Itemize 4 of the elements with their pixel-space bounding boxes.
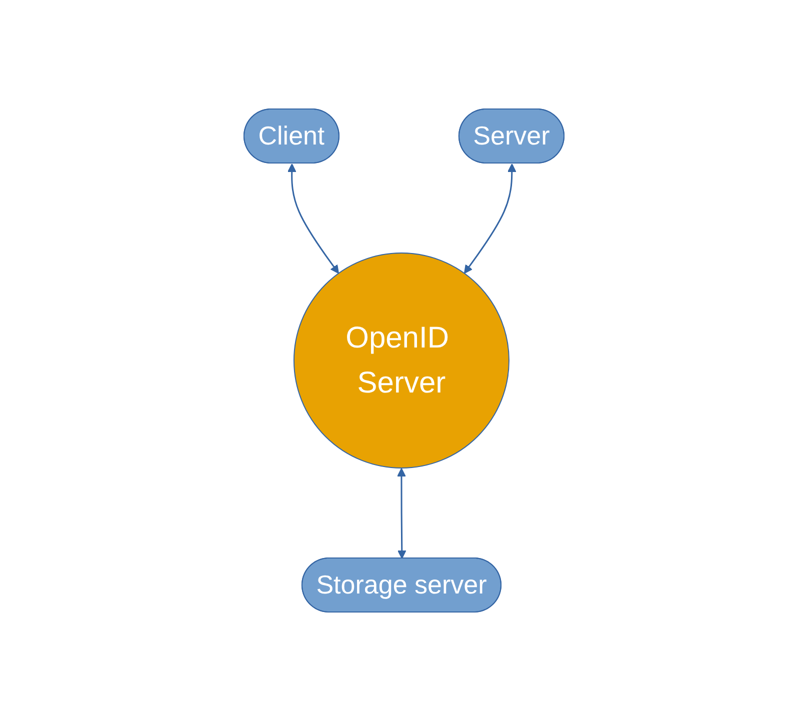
arrow [463, 163, 516, 274]
arrow [286, 163, 338, 274]
node-circle: OpenID Server [292, 252, 509, 468]
arrow [396, 468, 406, 558]
